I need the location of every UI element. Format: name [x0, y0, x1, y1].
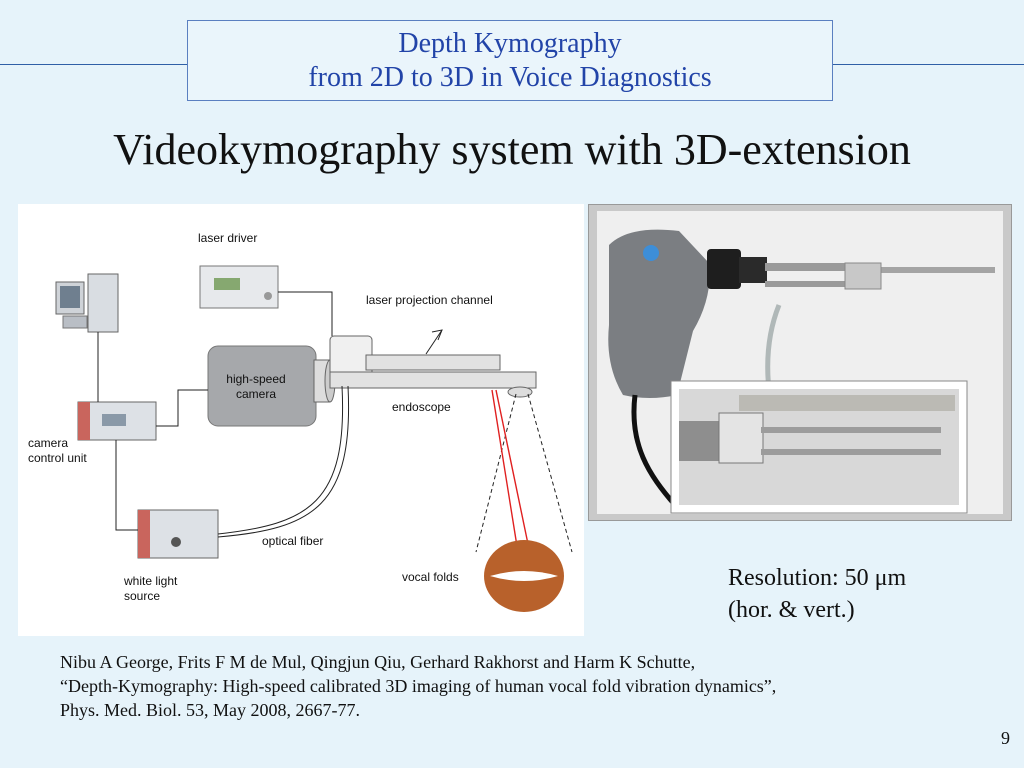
header-rule-right [833, 64, 1024, 65]
header-box: Depth Kymography from 2D to 3D in Voice … [187, 20, 833, 101]
resolution-line-1: Resolution: 50 μm [728, 565, 907, 591]
label-vocal-folds: vocal folds [402, 570, 459, 584]
label-laser-projection-channel: laser projection channel [366, 293, 493, 307]
header-line-1: Depth Kymography [398, 28, 622, 59]
reference-line-3: Phys. Med. Biol. 53, May 2008, 2667-77. [60, 700, 361, 720]
device-photo-drawing [597, 211, 1003, 514]
resolution-text: Resolution: 50 μm (hor. & vert.) [728, 562, 906, 626]
slide-title: Videokymography system with 3D-extension [113, 125, 911, 174]
header-rule-left [0, 64, 187, 65]
endoscope-icon [329, 335, 537, 398]
label-laser-driver: laser driver [198, 231, 258, 245]
computer-icon [55, 273, 119, 333]
reference-citation: Nibu A George, Frits F M de Mul, Qingjun… [60, 650, 990, 722]
diagram-drawing [55, 265, 573, 612]
laser-driver-icon [199, 265, 279, 309]
reference-line-1: Nibu A George, Frits F M de Mul, Qingjun… [60, 652, 696, 672]
page-number: 9 [1001, 728, 1010, 748]
label-white-light-source: white light source [124, 574, 178, 603]
header-line-2: from 2D to 3D in Voice Diagnostics [308, 62, 712, 93]
resolution-line-2: (hor. & vert.) [728, 597, 855, 623]
device-photo [588, 204, 1012, 521]
label-camera-control-unit: camera control unit [28, 436, 87, 465]
high-speed-camera-icon [207, 345, 336, 427]
vocal-folds-icon [484, 540, 564, 612]
white-light-source-icon [137, 509, 219, 559]
connection-lines [97, 291, 573, 553]
system-diagram: laser driver laser projection channel hi… [18, 204, 584, 636]
label-endoscope: endoscope [392, 400, 451, 414]
camera-control-unit-icon [77, 401, 157, 441]
label-optical-fiber: optical fiber [262, 534, 324, 548]
label-high-speed-camera: high-speed camera [226, 372, 286, 401]
reference-line-2: “Depth-Kymography: High-speed calibrated… [60, 676, 777, 696]
